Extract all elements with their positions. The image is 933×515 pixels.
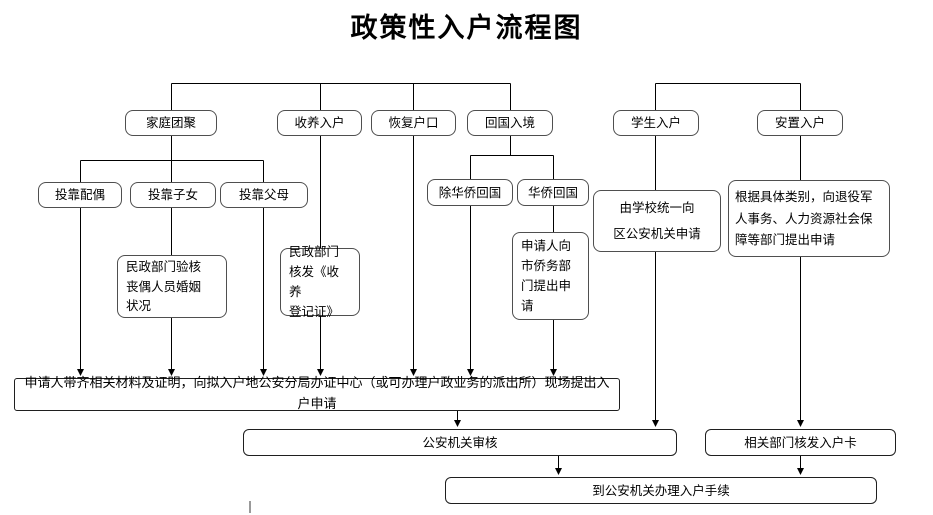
node-overseas-return: 华侨回国 bbox=[517, 179, 589, 206]
node-restore-hukou: 恢复户口 bbox=[371, 110, 456, 136]
node-adoption: 收养入户 bbox=[277, 110, 362, 136]
node-non-overseas-return: 除华侨回国 bbox=[427, 179, 513, 206]
node-final-procedure: 到公安机关办理入户手续 bbox=[445, 477, 877, 504]
node-resettle-entry: 安置入户 bbox=[757, 110, 843, 136]
node-join-parents: 投靠父母 bbox=[220, 182, 308, 208]
node-civil-verify: 民政部门验核 丧偶人员婚姻 状况 bbox=[117, 255, 227, 318]
node-return-entry: 回国入境 bbox=[467, 110, 553, 136]
text-cursor bbox=[249, 501, 251, 513]
node-card-issue: 相关部门核发入户卡 bbox=[705, 429, 896, 456]
node-veteran-apply: 根据具体类别，向退役军 人事务、人力资源社会保 障等部门提出申请 bbox=[728, 180, 890, 257]
page-title: 政策性入户流程图 bbox=[350, 13, 583, 44]
node-join-children: 投靠子女 bbox=[130, 182, 216, 208]
node-overseas-office-apply: 申请人向 市侨务部 门提出申 请 bbox=[512, 232, 589, 320]
node-family-reunion: 家庭团聚 bbox=[125, 110, 217, 136]
node-school-apply: 由学校统一向 区公安机关申请 bbox=[593, 190, 721, 252]
node-join-spouse: 投靠配偶 bbox=[38, 182, 122, 208]
node-police-review: 公安机关审核 bbox=[243, 429, 677, 456]
node-student-entry: 学生入户 bbox=[613, 110, 699, 136]
node-civil-adopt-cert: 民政部门 核发《收养 登记证》 bbox=[280, 244, 360, 319]
node-main-apply: 申请人带齐相关材料及证明，向拟入户地公安分局办证中心（或可办理户政业务的派出所）… bbox=[14, 376, 620, 412]
